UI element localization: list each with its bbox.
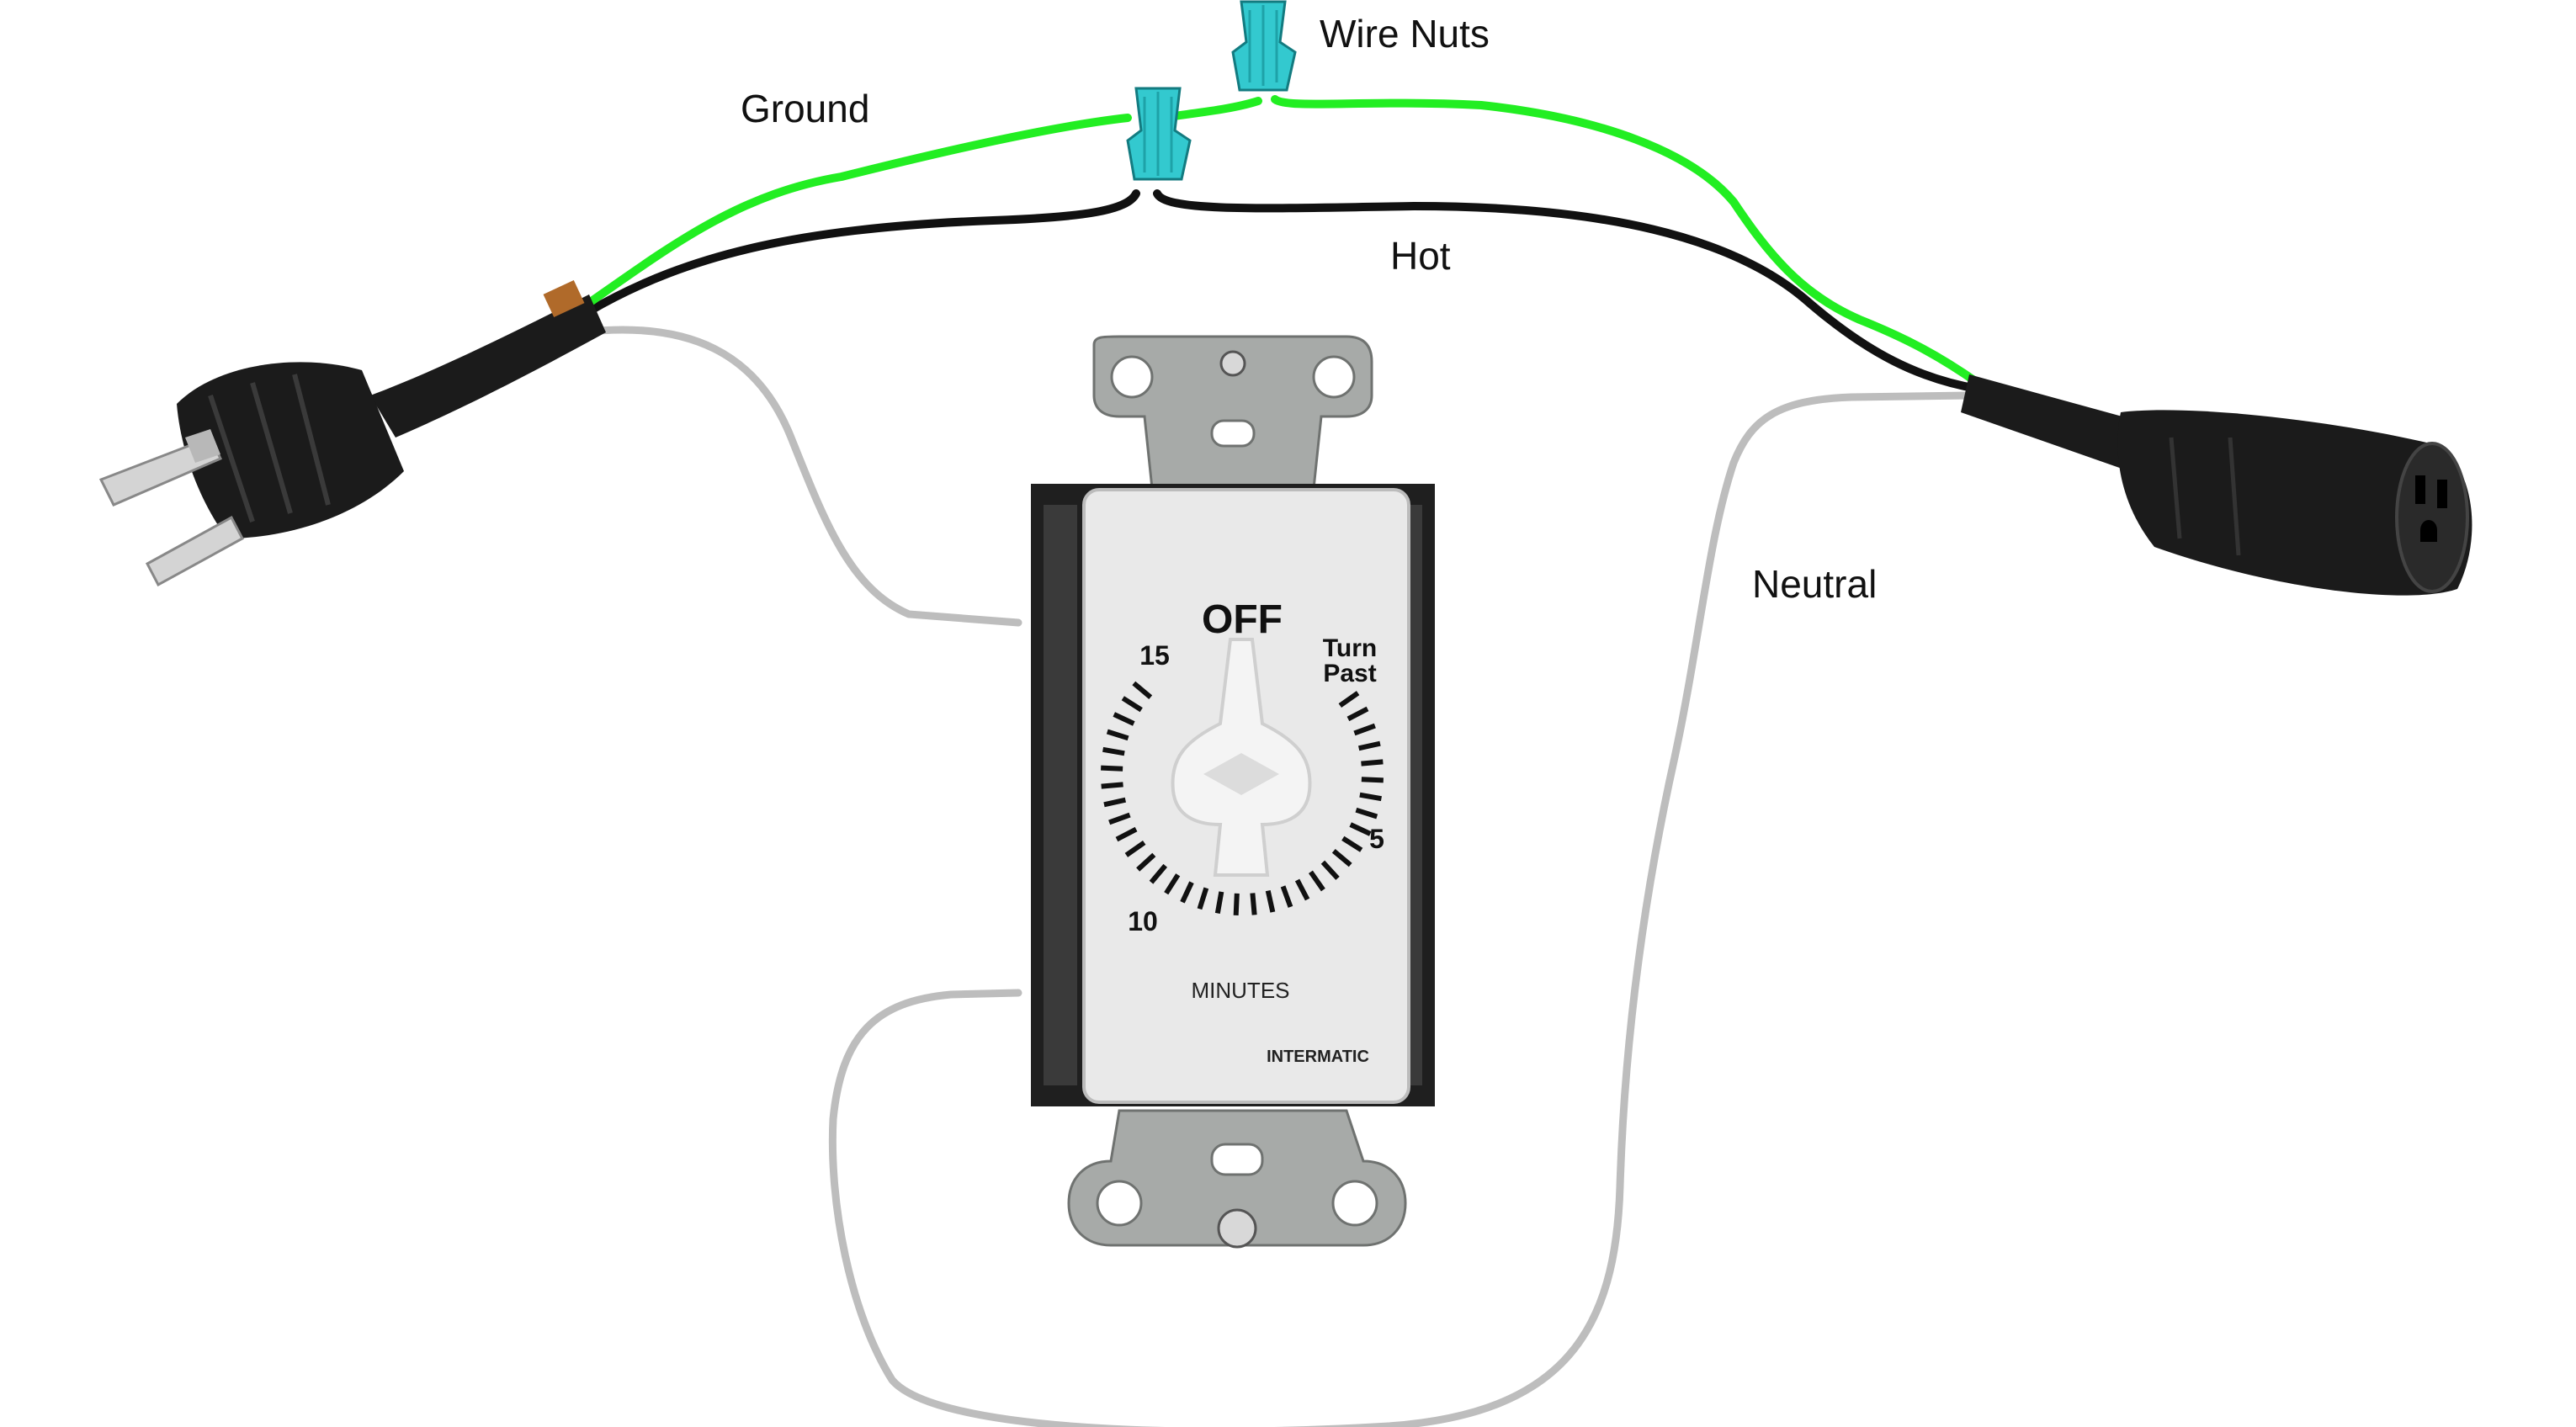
dial-tick (1250, 893, 1257, 915)
dial-tick (1197, 887, 1209, 910)
dial-tick (1115, 826, 1138, 842)
dial-tick (1136, 852, 1156, 872)
timer-10-label: 10 (1128, 906, 1158, 936)
ground-wire-right (1271, 95, 1982, 387)
dial-tick (1124, 840, 1146, 857)
wire-nut-icon (1231, 0, 1297, 92)
dial-ticks (1101, 681, 1384, 915)
timer-5-label: 5 (1369, 824, 1384, 854)
dial-tick (1355, 807, 1378, 820)
dial-tick (1361, 759, 1384, 767)
dial-tick (1113, 712, 1135, 726)
dial-tick (1357, 740, 1381, 751)
dial-tick (1164, 873, 1181, 895)
dial-tick (1180, 881, 1194, 904)
hot-wire-left (585, 189, 1140, 316)
wire-nut-icon (1126, 87, 1192, 181)
dial-tick (1214, 891, 1224, 914)
dial-tick (1108, 812, 1131, 825)
dial-tick (1101, 782, 1123, 789)
neutral-wire-upper (576, 326, 1022, 627)
timer-switch-icon: OFF 15 Turn Past 5 10 MINUTES INTERMATIC (1031, 335, 1435, 1249)
dial-tick (1121, 696, 1143, 713)
dial-tick (1294, 878, 1310, 901)
dial-tick (1280, 885, 1293, 908)
dial-tick (1361, 777, 1384, 783)
timer-turn-label: Turn (1323, 634, 1377, 662)
neutral-label: Neutral (1752, 562, 1877, 606)
timer-15-label: 15 (1139, 640, 1170, 671)
hot-wire-right (1153, 189, 1982, 393)
wire-nuts-label: Wire Nuts (1320, 12, 1490, 56)
timer-past-label: Past (1323, 660, 1376, 687)
dial-tick (1353, 723, 1376, 736)
dial-tick (1320, 860, 1340, 880)
ground-wire-mid (1170, 97, 1262, 120)
intermatic-logo: INTERMATIC (1267, 1048, 1369, 1066)
outlet-icon (1961, 374, 2472, 596)
hot-label: Hot (1390, 234, 1451, 278)
timer-off-label: OFF (1202, 597, 1283, 642)
dial-tick (1341, 836, 1363, 852)
dial-tick (1265, 889, 1276, 913)
dial-tick (1103, 797, 1127, 808)
ground-label: Ground (741, 87, 869, 130)
dial-tick (1149, 863, 1168, 884)
dial-tick (1346, 706, 1369, 722)
dial-tick (1102, 746, 1125, 756)
timer-minutes-label: MINUTES (1192, 978, 1290, 1003)
dial-tick (1132, 681, 1153, 700)
dial-tick (1338, 691, 1360, 708)
dial-tick (1101, 765, 1123, 772)
dial-tick (1106, 729, 1129, 741)
dial-tick (1308, 870, 1325, 892)
ground-wire-left (585, 114, 1132, 307)
dial-tick (1349, 822, 1372, 836)
dial-tick (1233, 893, 1240, 915)
plug-icon (98, 279, 606, 587)
dial-tick (1331, 848, 1352, 867)
neutral-wire-loop (828, 391, 1973, 1427)
dial-tick (1359, 792, 1382, 802)
